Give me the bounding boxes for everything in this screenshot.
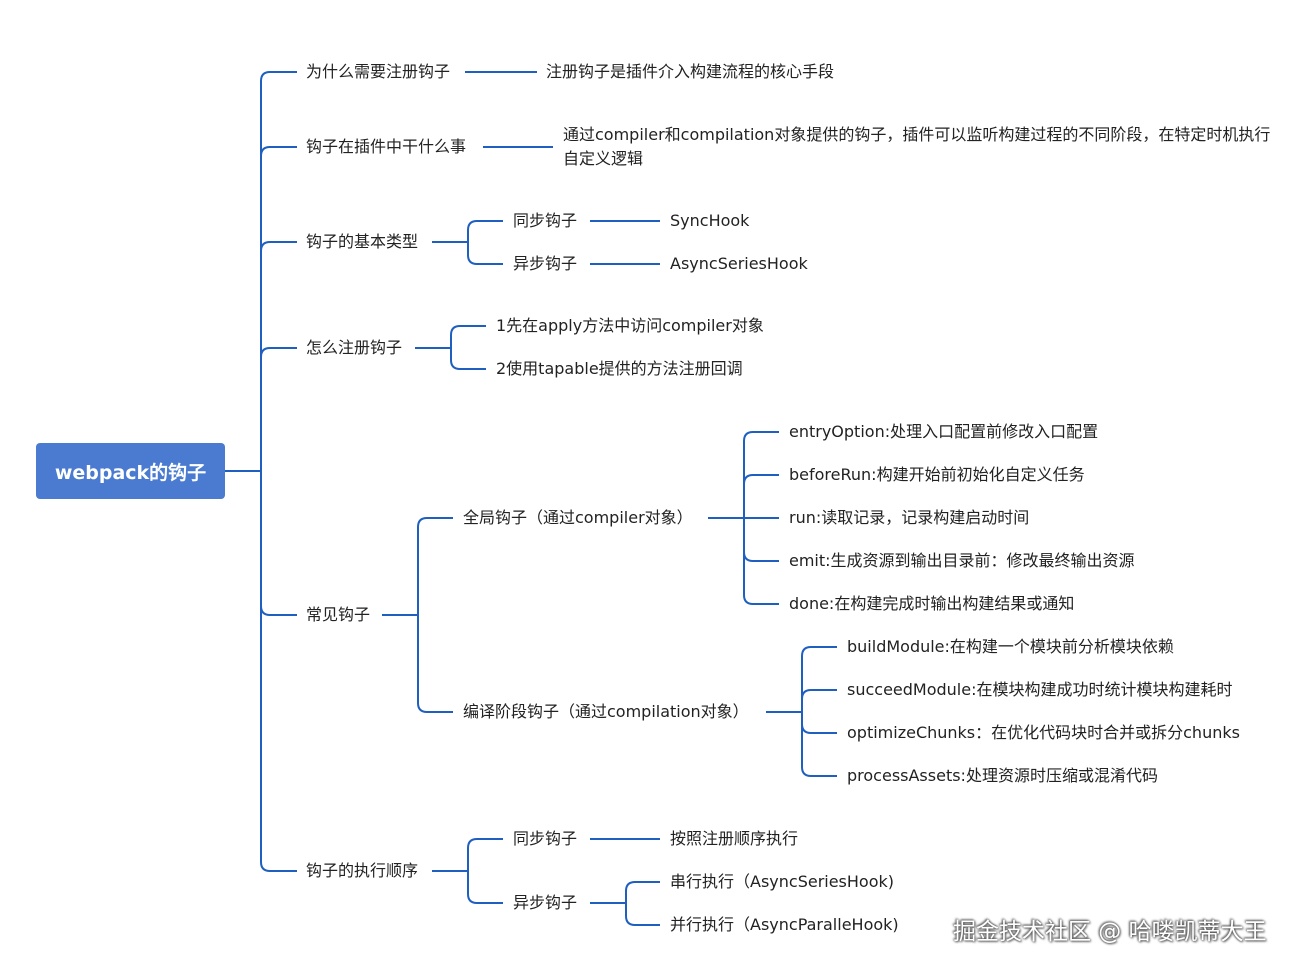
connector-line xyxy=(260,71,297,82)
order-async-item: 并行执行（AsyncParalleHook) xyxy=(670,915,899,934)
how-step-1: 1先在apply方法中访问compiler对象 xyxy=(496,316,764,335)
connector-line xyxy=(743,551,779,562)
root-node: webpack的钩子 xyxy=(36,443,225,499)
global-item: emit:生成资源到输出目录前：修改最终输出资源 xyxy=(789,551,1135,570)
connector-line xyxy=(801,689,837,700)
order-sync-leaf: 按照注册顺序执行 xyxy=(670,829,799,848)
connector-line xyxy=(260,347,297,358)
connector-line xyxy=(450,359,486,370)
connector-line xyxy=(467,838,503,849)
how-step-2: 2使用tapable提供的方法注册回调 xyxy=(496,359,743,378)
types-sync: 同步钩子 xyxy=(513,211,578,230)
types-async-leaf: AsyncSeriesHook xyxy=(670,254,808,273)
connector-line xyxy=(801,766,837,777)
compile-item: processAssets:处理资源时压缩或混淆代码 xyxy=(847,766,1158,785)
global-item: beforeRun:构建开始前初始化自定义任务 xyxy=(789,465,1085,484)
connector-line xyxy=(467,254,503,265)
connector-line xyxy=(467,220,503,231)
branch-types: 钩子的基本类型 xyxy=(306,232,419,251)
connector-line xyxy=(467,893,503,904)
connector-line xyxy=(743,474,779,485)
connector-line xyxy=(260,861,297,872)
connector-line xyxy=(625,881,660,892)
connector-line xyxy=(260,146,297,157)
branch-common: 常见钩子 xyxy=(306,605,371,624)
connector-line xyxy=(801,646,837,657)
branch-order: 钩子的执行顺序 xyxy=(306,861,419,880)
types-sync-leaf: SyncHook xyxy=(670,211,750,230)
connector-line xyxy=(260,605,297,616)
connector-line xyxy=(260,241,297,252)
connector-line xyxy=(450,325,486,336)
types-async: 异步钩子 xyxy=(513,254,578,273)
order-async-item: 串行执行（AsyncSeriesHook) xyxy=(670,872,895,891)
common-global: 全局钩子（通过compiler对象） xyxy=(463,508,693,527)
watermark: 掘金技术社区 @ 哈喽凯蒂大王 xyxy=(953,919,1267,945)
leaf-why: 注册钩子是插件介入构建流程的核心手段 xyxy=(546,62,835,81)
order-async: 异步钩子 xyxy=(513,893,578,912)
compile-item: optimizeChunks：在优化代码块时合并或拆分chunks xyxy=(847,723,1240,742)
connector-line xyxy=(801,723,837,734)
connector-line xyxy=(417,517,453,528)
connector-line xyxy=(625,915,660,926)
connector-line xyxy=(743,431,779,442)
compile-item: buildModule:在构建一个模块前分析模块依赖 xyxy=(847,637,1174,656)
branch-how: 怎么注册钩子 xyxy=(306,338,403,357)
common-compile: 编译阶段钩子（通过compilation对象） xyxy=(463,702,749,721)
global-item: run:读取记录，记录构建启动时间 xyxy=(789,508,1030,527)
order-sync: 同步钩子 xyxy=(513,829,578,848)
branch-why: 为什么需要注册钩子 xyxy=(306,62,451,81)
connector-line xyxy=(743,594,779,605)
global-item: done:在构建完成时输出构建结果或通知 xyxy=(789,594,1075,613)
branch-what: 钩子在插件中干什么事 xyxy=(306,137,467,156)
leaf-what: 通过compiler和compilation对象提供的钩子，插件可以监听构建过程… xyxy=(563,125,1271,168)
connector-line xyxy=(417,702,453,713)
compile-item: succeedModule:在模块构建成功时统计模块构建耗时 xyxy=(847,680,1233,699)
global-item: entryOption:处理入口配置前修改入口配置 xyxy=(789,422,1099,441)
